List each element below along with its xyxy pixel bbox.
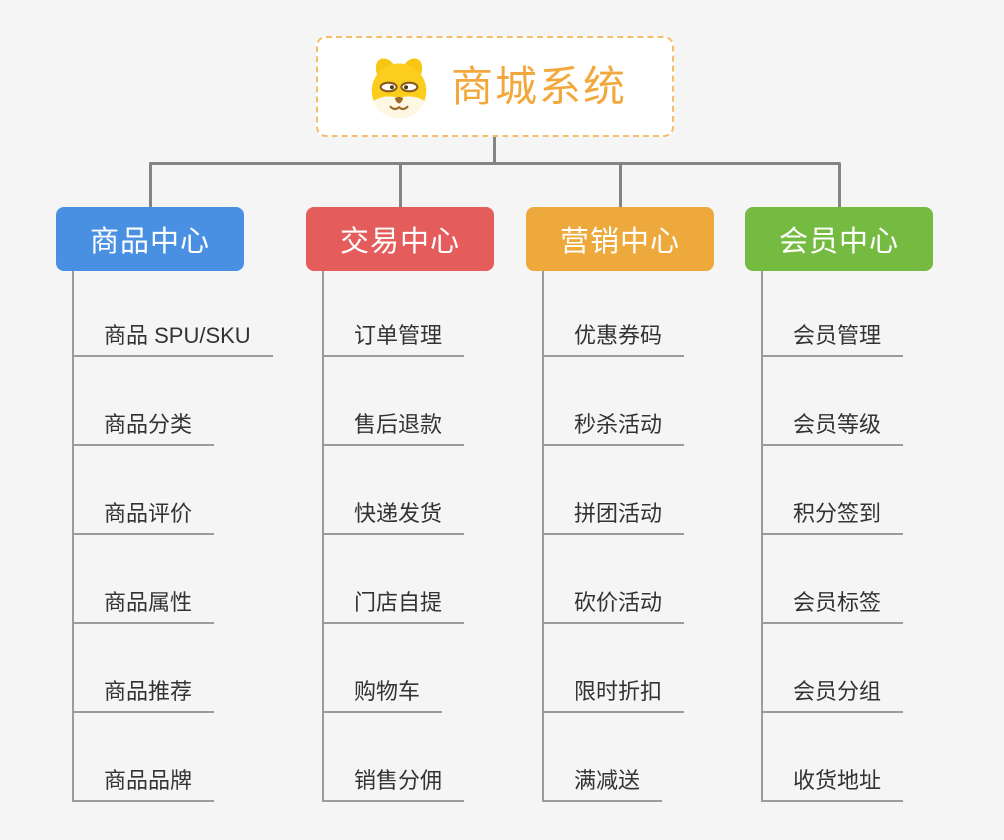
leaf-item[interactable]: 商品 SPU/SKU bbox=[72, 324, 273, 357]
leaf-item[interactable]: 会员标签 bbox=[761, 591, 904, 624]
dog-face-icon bbox=[363, 55, 435, 119]
branch-node-product-center[interactable]: 商品中心 bbox=[56, 207, 244, 271]
connector-trunk-member bbox=[761, 270, 763, 800]
connector-drop-member bbox=[838, 163, 841, 208]
connector-trunk-trade bbox=[322, 270, 324, 800]
connector-drop-product bbox=[149, 163, 152, 208]
branch-node-trade-center[interactable]: 交易中心 bbox=[306, 207, 494, 271]
connector-drop-marketing bbox=[619, 163, 622, 208]
root-title: 商城系统 bbox=[450, 62, 627, 110]
leaf-item[interactable]: 收货地址 bbox=[761, 769, 904, 802]
leaf-item[interactable]: 商品评价 bbox=[72, 502, 215, 535]
leaf-item[interactable]: 秒杀活动 bbox=[542, 413, 685, 446]
connector-drop-trade bbox=[399, 163, 402, 208]
leaf-item[interactable]: 满减送 bbox=[542, 769, 663, 802]
leaf-item[interactable]: 销售分佣 bbox=[322, 769, 465, 802]
leaf-item[interactable]: 会员等级 bbox=[761, 413, 904, 446]
leaf-item[interactable]: 商品属性 bbox=[72, 591, 215, 624]
leaf-item[interactable]: 拼团活动 bbox=[542, 502, 685, 535]
leaf-item[interactable]: 限时折扣 bbox=[542, 680, 685, 713]
connector-root-stem bbox=[493, 137, 496, 164]
leaf-item[interactable]: 商品推荐 bbox=[72, 680, 215, 713]
root-node[interactable]: 商城系统 bbox=[316, 36, 674, 137]
connector-bus bbox=[149, 162, 841, 165]
leaf-item[interactable]: 优惠券码 bbox=[542, 324, 685, 357]
leaf-item[interactable]: 订单管理 bbox=[322, 324, 465, 357]
branch-node-marketing-center[interactable]: 营销中心 bbox=[526, 207, 714, 271]
leaf-item[interactable]: 商品分类 bbox=[72, 413, 215, 446]
leaf-item[interactable]: 会员管理 bbox=[761, 324, 904, 357]
connector-trunk-marketing bbox=[542, 270, 544, 800]
leaf-item[interactable]: 购物车 bbox=[322, 680, 443, 713]
leaf-item[interactable]: 快递发货 bbox=[322, 502, 465, 535]
leaf-item[interactable]: 售后退款 bbox=[322, 413, 465, 446]
leaf-item[interactable]: 会员分组 bbox=[761, 680, 904, 713]
leaf-item[interactable]: 砍价活动 bbox=[542, 591, 685, 624]
connector-trunk-product bbox=[72, 270, 74, 800]
leaf-item[interactable]: 门店自提 bbox=[322, 591, 465, 624]
leaf-item[interactable]: 商品品牌 bbox=[72, 769, 215, 802]
leaf-item[interactable]: 积分签到 bbox=[761, 502, 904, 535]
branch-node-member-center[interactable]: 会员中心 bbox=[745, 207, 933, 271]
